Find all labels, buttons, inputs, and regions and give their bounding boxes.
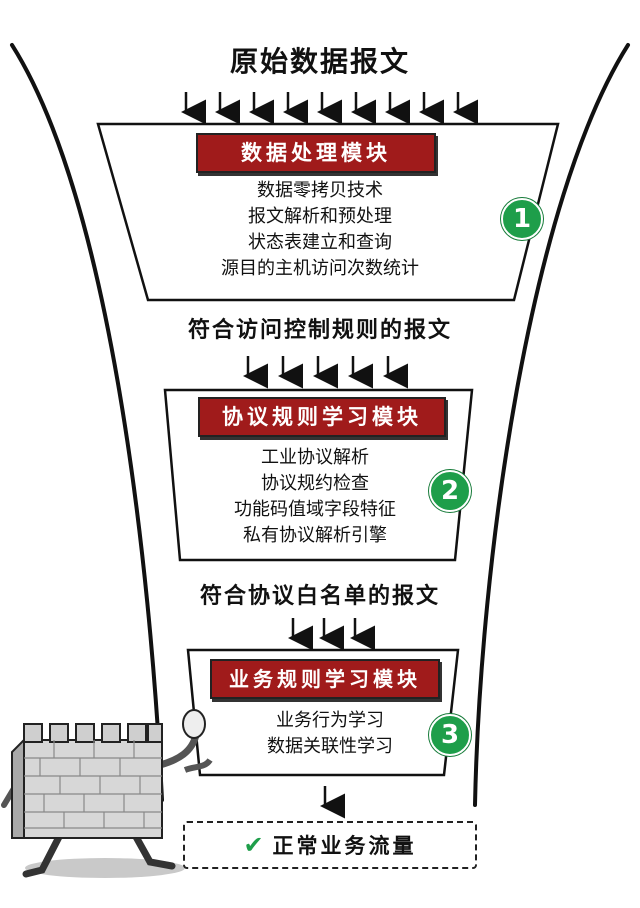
stage3-badge: 3 — [429, 714, 471, 756]
funnel-right-wall — [473, 43, 630, 807]
output-label: 正常业务流量 — [272, 834, 417, 858]
output-box: ✔ 正常业务流量 — [183, 821, 477, 869]
stage1-item: 报文解析和预处理 — [248, 206, 392, 227]
between1-label: 符合访问控制规则的报文 — [187, 318, 452, 343]
stage1-badge: 1 — [501, 198, 543, 240]
stage2-item: 工业协议解析 — [261, 447, 369, 468]
stage1-item: 数据零拷贝技术 — [257, 180, 383, 201]
between2-label: 符合协议白名单的报文 — [199, 584, 440, 609]
stage2-item: 私有协议解析引擎 — [243, 525, 387, 546]
stage1-title: 数据处理模块 — [196, 133, 436, 173]
stage1-items: 数据零拷贝技术 报文解析和预处理 状态表建立和查询 源目的主机访问次数统计 — [150, 178, 490, 282]
input-label: 原始数据报文 — [229, 45, 410, 78]
stage2-item: 协议规约检查 — [261, 473, 369, 494]
funnel-left-wall — [10, 43, 164, 802]
checkmark-icon: ✔ — [243, 831, 267, 859]
stage2-item: 功能码值域字段特征 — [234, 499, 396, 520]
stage3-input-arrows — [288, 618, 375, 651]
stage1-item: 状态表建立和查询 — [248, 232, 392, 253]
stage2-input-arrows — [243, 356, 408, 389]
firewall-mascot — [1, 709, 213, 878]
stage3-items: 业务行为学习 数据关联性学习 — [200, 708, 460, 760]
stage1-item: 源目的主机访问次数统计 — [221, 258, 419, 279]
stage2-title: 协议规则学习模块 — [198, 397, 446, 437]
stage3-item: 业务行为学习 — [276, 710, 384, 731]
input-arrows — [181, 92, 478, 125]
stage2-items: 工业协议解析 协议规约检查 功能码值域字段特征 私有协议解析引擎 — [180, 445, 450, 549]
stage3-item: 数据关联性学习 — [267, 736, 393, 757]
stage2-badge: 2 — [429, 470, 471, 512]
stage3-title: 业务规则学习模块 — [210, 659, 440, 699]
